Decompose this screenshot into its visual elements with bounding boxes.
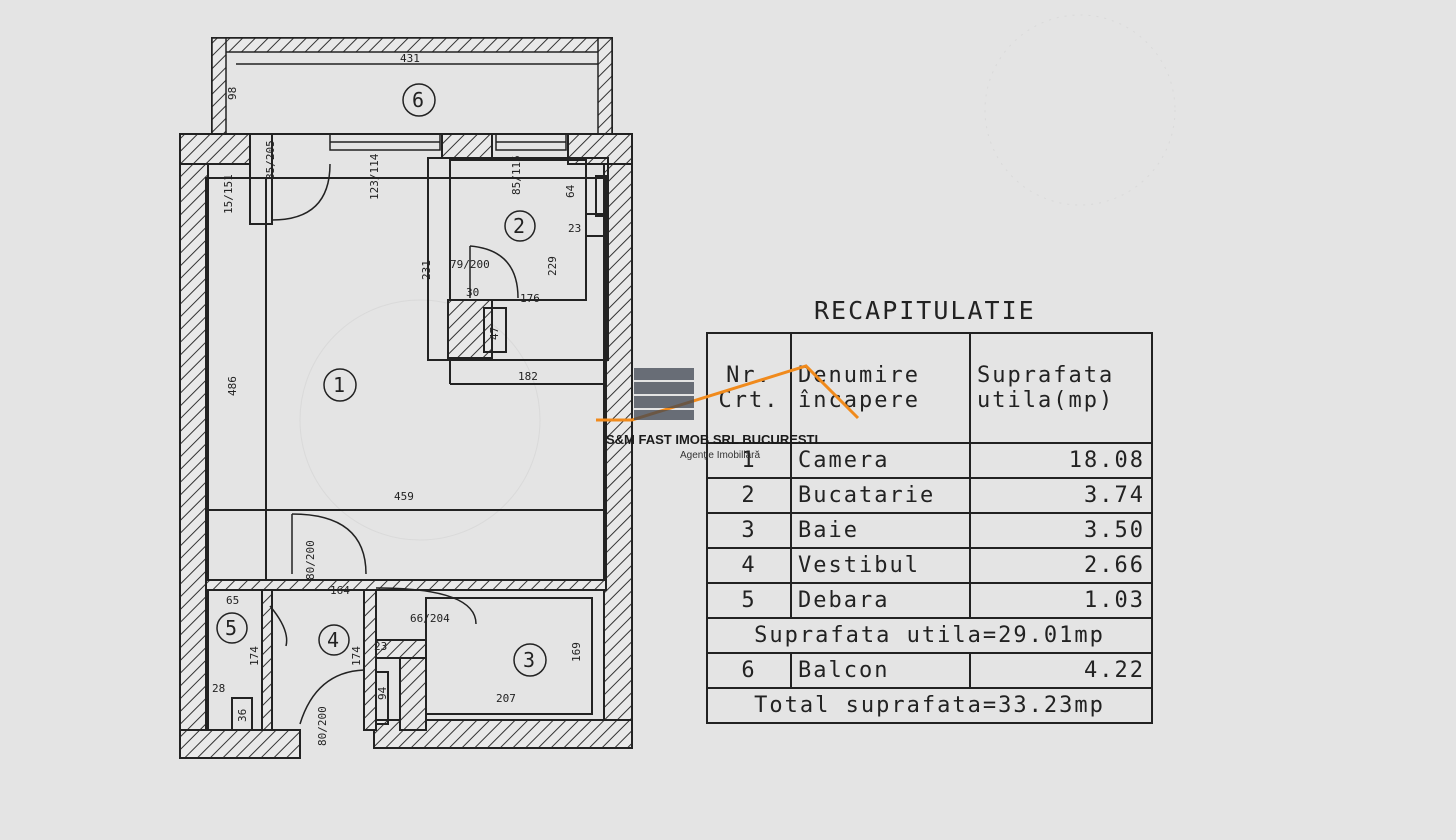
building-icon (596, 364, 860, 422)
dim-label: 15/151 (222, 174, 235, 214)
balcony-name: Balcon (790, 652, 971, 689)
header-name-line2: încapere (798, 388, 920, 413)
room-number-6: 6 (412, 88, 424, 112)
room-number-2: 2 (513, 214, 525, 238)
table-row: 2 Bucatarie 3.74 (706, 477, 1153, 514)
dim-label: 23 (568, 222, 581, 235)
dim-label: 431 (400, 52, 420, 65)
grand-total: Total suprafata=33.23mp (706, 687, 1153, 724)
useful-total: Suprafata utila=29.01mp (706, 617, 1153, 654)
dim-label: 79/200 (450, 258, 490, 271)
dim-label: 85/205 (264, 140, 277, 180)
dim-label: 174 (350, 646, 363, 666)
row-area: 1.03 (969, 582, 1153, 619)
row-nr: 2 (706, 477, 792, 514)
watermark-subtitle: Agenție Imobiliară (680, 450, 761, 461)
room-number-4: 4 (327, 628, 339, 652)
header-name: Denumire încapere (790, 332, 971, 444)
door-swings (269, 163, 519, 725)
dim-label: 30 (466, 286, 479, 299)
room-numbers: 1 2 3 4 5 6 (225, 88, 535, 672)
row-name: Bucatarie (790, 477, 971, 514)
balcony-area: 4.22 (969, 652, 1153, 689)
dim-label: 174 (248, 646, 261, 666)
room-markers (216, 83, 547, 677)
row-area: 2.66 (969, 547, 1153, 584)
header-nr: Nr. Crt. (706, 332, 792, 444)
dimension-labels: 431 98 85/205 123/114 85/115 64 15/151 2… (212, 52, 583, 746)
useful-total-row: Suprafata utila=29.01mp (706, 617, 1153, 654)
recap-table: Nr. Crt. Denumire încapere Suprafata uti… (706, 332, 1153, 724)
row-name: Debara (790, 582, 971, 619)
header-area-line1: Suprafata (977, 363, 1115, 388)
dim-label: 169 (570, 642, 583, 662)
row-area: 18.08 (969, 442, 1153, 479)
dim-label: 64 (564, 184, 577, 198)
recap-title: RECAPITULATIE (814, 296, 1036, 325)
dim-label: 23 (374, 640, 387, 653)
dim-label: 65 (226, 594, 239, 607)
row-nr: 3 (706, 512, 792, 549)
table-row: 5 Debara 1.03 (706, 582, 1153, 619)
dim-label: 182 (518, 370, 538, 383)
dim-label: 98 (226, 87, 239, 100)
dim-label: 123/114 (368, 153, 381, 200)
dim-label: 229 (546, 256, 559, 276)
dim-label: 486 (226, 376, 239, 396)
row-area: 3.50 (969, 512, 1153, 549)
exterior-walls (179, 133, 633, 759)
dim-label: 66/204 (410, 612, 450, 625)
row-name: Camera (790, 442, 971, 479)
header-area-line2: utila(mp) (977, 388, 1115, 413)
agency-watermark: S&M FAST IMOB SRL BUCURESTI Agenție Imob… (596, 362, 896, 472)
table-row: 4 Vestibul 2.66 (706, 547, 1153, 584)
row-area: 3.74 (969, 477, 1153, 514)
dim-label: 80/200 (316, 706, 329, 746)
dim-label: 80/200 (304, 540, 317, 580)
dim-label: 176 (520, 292, 540, 305)
dim-label: 231 (420, 260, 433, 280)
table-header-row: Nr. Crt. Denumire încapere Suprafata uti… (706, 332, 1153, 444)
room-number-5: 5 (225, 616, 237, 640)
balcony-nr: 6 (706, 652, 792, 689)
dim-label: 207 (496, 692, 516, 705)
dim-label: 28 (212, 682, 225, 695)
row-name: Baie (790, 512, 971, 549)
balcony-row: 6 Balcon 4.22 (706, 652, 1153, 689)
building-shape (634, 368, 694, 420)
room-number-1: 1 (333, 373, 345, 397)
dim-label: 94 (376, 686, 389, 700)
dim-label: 47 (488, 327, 501, 340)
header-name-line1: Denumire (798, 363, 920, 388)
row-name: Vestibul (790, 547, 971, 584)
roof-line (596, 364, 860, 422)
room-number-3: 3 (523, 648, 535, 672)
balcony (211, 37, 613, 135)
dim-label: 459 (394, 490, 414, 503)
grand-total-row: Total suprafata=33.23mp (706, 687, 1153, 724)
dim-label: 164 (330, 584, 350, 597)
watermark-company: S&M FAST IMOB SRL BUCURESTI (606, 432, 819, 447)
row-nr: 5 (706, 582, 792, 619)
table-row: 3 Baie 3.50 (706, 512, 1153, 549)
windows (329, 133, 567, 151)
row-nr: 4 (706, 547, 792, 584)
header-area: Suprafata utila(mp) (969, 332, 1153, 444)
table-row: 1 Camera 18.08 (706, 442, 1153, 479)
header-nr-line2: Crt. (718, 388, 780, 413)
interior-walls (205, 157, 609, 731)
dim-label: 36 (236, 709, 249, 722)
row-nr: 1 (706, 442, 792, 479)
dim-label: 85/115 (510, 155, 523, 195)
paper-texture (299, 14, 1176, 541)
